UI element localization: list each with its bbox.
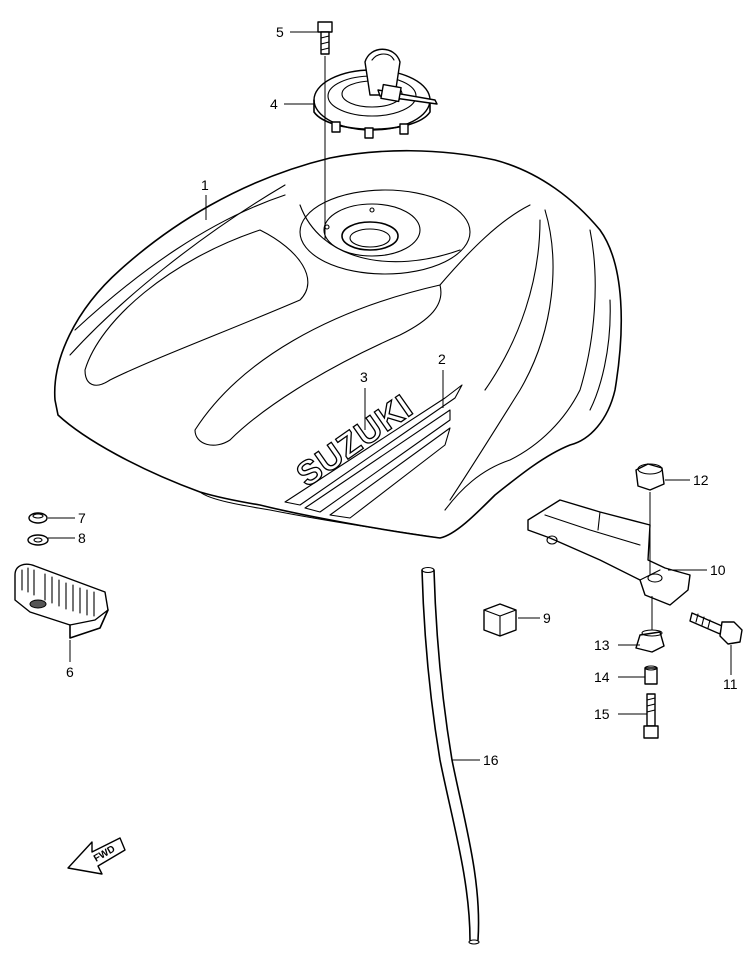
callout-14: 14 [594,669,610,685]
suzuki-emblem: SUZUKI [289,387,421,495]
tank-bracket [527,499,691,606]
callout-3: 3 [360,369,368,385]
fuel-filler-cap [313,48,438,139]
callout-12: 12 [693,472,709,488]
cap-nut [635,463,665,491]
callout-9: 9 [543,610,551,626]
screw [28,512,48,524]
cap-bolt [317,21,333,55]
callout-5: 5 [276,24,284,40]
cushion-block [483,603,517,637]
brand-text: SUZUKI [290,387,420,494]
callout-13: 13 [594,637,610,653]
mount-cushion [635,629,665,653]
callout-15: 15 [594,706,610,722]
callout-7: 7 [78,510,86,526]
rubber-cushion [14,563,109,639]
callout-6: 6 [66,664,74,680]
callout-8: 8 [78,530,86,546]
spacer-collar [644,665,658,685]
side-emblem-stripe [284,384,463,519]
fuel-tank: SUZUKI [53,149,623,539]
drain-hose [421,566,480,945]
callout-2: 2 [438,351,446,367]
mount-bolt [643,693,659,739]
washer [27,534,49,546]
callout-10: 10 [710,562,726,578]
fwd-direction-arrow: FWD [67,837,126,875]
callout-16: 16 [483,752,499,768]
callout-11: 11 [723,676,738,692]
callout-4: 4 [270,96,278,112]
callout-labels: 5 4 1 2 3 7 8 6 9 10 11 12 13 14 15 16 [66,24,738,768]
bracket-bolt [689,612,743,645]
callout-1: 1 [201,177,209,193]
leader-lines [48,31,732,761]
